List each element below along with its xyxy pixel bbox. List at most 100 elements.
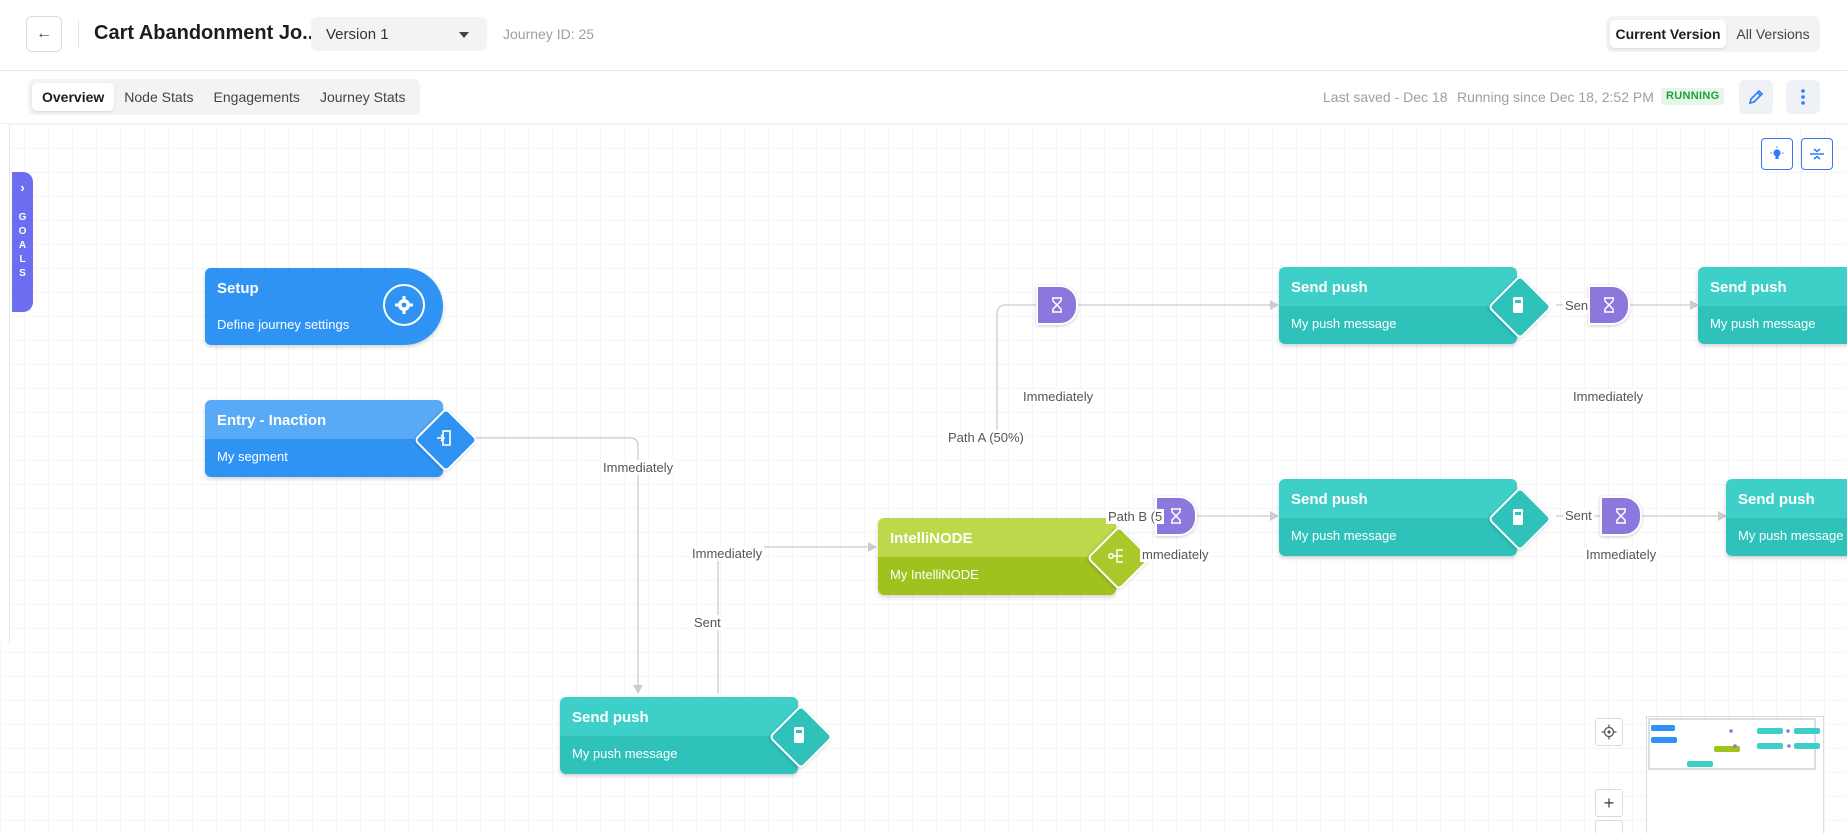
push-node[interactable]: Send push My push message bbox=[560, 697, 834, 774]
push-node[interactable]: Send push My push message bbox=[1698, 267, 1847, 344]
entry-node-subtitle: My segment bbox=[217, 449, 288, 464]
node-header bbox=[1698, 267, 1847, 306]
hourglass-icon bbox=[1604, 297, 1614, 313]
suggestions-button[interactable] bbox=[1761, 138, 1793, 170]
node-body bbox=[1279, 306, 1517, 344]
push-node-subtitle: My push message bbox=[1710, 316, 1816, 331]
goals-label: GOALS bbox=[18, 212, 27, 279]
version-select[interactable]: Version 1 bbox=[311, 17, 487, 51]
intellinode-subtitle: My IntelliNODE bbox=[890, 567, 979, 582]
top-bar: ← Cart Abandonment Jo... Version 1 Journ… bbox=[0, 0, 1847, 71]
crosshair-icon bbox=[1601, 724, 1617, 740]
push-node[interactable]: Send push My push message bbox=[1279, 479, 1553, 556]
connector-path-a bbox=[996, 304, 1040, 442]
tab-overview[interactable]: Overview bbox=[32, 83, 115, 111]
edge-label: Immediately bbox=[1584, 547, 1659, 562]
recenter-button[interactable] bbox=[1595, 718, 1623, 746]
entry-node-title: Entry - Inaction bbox=[217, 412, 327, 429]
zoom-out-button[interactable]: − bbox=[1595, 820, 1623, 833]
status-badge: RUNNING bbox=[1661, 88, 1725, 105]
arrow-head bbox=[633, 685, 643, 694]
connector-sent-to-intellinode bbox=[717, 546, 870, 694]
split-icon bbox=[1096, 535, 1138, 577]
chevron-down-icon bbox=[459, 32, 469, 38]
setup-node-title: Setup bbox=[217, 280, 259, 297]
node-header bbox=[560, 697, 798, 736]
minimap-preview bbox=[1648, 718, 1820, 770]
node-body bbox=[878, 557, 1116, 595]
tab-journey-stats[interactable]: Journey Stats bbox=[319, 89, 406, 105]
tab-node-stats[interactable]: Node Stats bbox=[124, 89, 194, 105]
hourglass-icon bbox=[1052, 297, 1062, 313]
journey-canvas[interactable]: › GOALS Setup Define bbox=[0, 124, 1847, 833]
entry-node[interactable]: Entry - Inaction My segment bbox=[205, 400, 479, 477]
node-body bbox=[1698, 306, 1847, 344]
tab-bar: Overview Node Stats Engagements Journey … bbox=[28, 79, 420, 115]
edit-button[interactable] bbox=[1739, 80, 1773, 114]
chevron-right-icon: › bbox=[20, 180, 25, 195]
hourglass-icon bbox=[1171, 508, 1181, 524]
wait-node[interactable] bbox=[1036, 285, 1078, 325]
edge-label: mmediately bbox=[1140, 547, 1211, 562]
gear-icon bbox=[383, 284, 425, 326]
arrow-head bbox=[1270, 511, 1279, 521]
intellinode-node[interactable]: IntelliNODE My IntelliNODE bbox=[878, 518, 1152, 595]
back-button[interactable]: ← bbox=[26, 16, 62, 52]
collapse-icon bbox=[1810, 148, 1824, 160]
mobile-push-icon bbox=[1497, 496, 1539, 538]
push-node-title: Send push bbox=[572, 709, 649, 726]
mobile-push-icon bbox=[1497, 284, 1539, 326]
node-body bbox=[1726, 518, 1847, 556]
wait-node[interactable] bbox=[1600, 496, 1642, 536]
arrow-head bbox=[868, 542, 877, 552]
node-header bbox=[1279, 267, 1517, 306]
journey-title: Cart Abandonment Jo... bbox=[94, 22, 319, 44]
kebab-menu-icon bbox=[1801, 89, 1805, 105]
current-version-button[interactable]: Current Version bbox=[1610, 20, 1726, 48]
all-versions-button[interactable]: All Versions bbox=[1736, 26, 1810, 42]
node-body bbox=[560, 736, 798, 774]
connector-lines bbox=[470, 300, 1727, 694]
push-node-subtitle: My push message bbox=[1291, 316, 1397, 331]
edge-label: Immediately bbox=[1021, 389, 1096, 404]
push-node-subtitle: My push message bbox=[572, 746, 678, 761]
push-node-title: Send push bbox=[1710, 279, 1787, 296]
edge-label: Immediately bbox=[601, 460, 676, 475]
push-node-subtitle: My push message bbox=[1291, 528, 1397, 543]
minimap[interactable] bbox=[1646, 716, 1824, 833]
wait-node[interactable] bbox=[1588, 285, 1630, 325]
arrow-head bbox=[1270, 300, 1279, 310]
edge-label: Path A (50%) bbox=[946, 430, 1026, 445]
push-node[interactable]: Send push My push message bbox=[1726, 479, 1847, 556]
node-body bbox=[205, 439, 443, 477]
journey-id: Journey ID: 25 bbox=[503, 26, 595, 42]
sub-bar: Overview Node Stats Engagements Journey … bbox=[0, 71, 1847, 124]
last-saved-text: Last saved - Dec 18 bbox=[1323, 89, 1448, 105]
intellinode-title: IntelliNODE bbox=[890, 530, 973, 547]
divider bbox=[78, 20, 79, 48]
lightbulb-icon bbox=[1770, 146, 1784, 159]
arrow-head bbox=[1690, 300, 1699, 310]
node-body bbox=[1279, 518, 1517, 556]
back-arrow-icon: ← bbox=[36, 25, 52, 42]
edge-label: Sen bbox=[1563, 298, 1591, 313]
entry-door-icon bbox=[423, 417, 465, 459]
version-toggle: Current Version All Versions bbox=[1606, 16, 1820, 52]
setup-node-subtitle: Define journey settings bbox=[217, 317, 350, 332]
node-header bbox=[1279, 479, 1517, 518]
left-panel-edge bbox=[0, 124, 10, 644]
edge-label: Sent bbox=[1563, 508, 1594, 523]
goals-panel-toggle[interactable]: › GOALS bbox=[12, 172, 33, 312]
tab-engagements[interactable]: Engagements bbox=[213, 89, 300, 105]
version-select-value: Version 1 bbox=[326, 26, 389, 43]
setup-node[interactable]: Setup Define journey settings bbox=[205, 268, 443, 345]
push-node-title: Send push bbox=[1738, 491, 1815, 508]
more-options-button[interactable] bbox=[1786, 80, 1820, 114]
collapse-layout-button[interactable] bbox=[1801, 138, 1833, 170]
mobile-push-icon bbox=[778, 714, 820, 756]
push-node[interactable]: Send push My push message bbox=[1279, 267, 1553, 344]
arrow-head bbox=[1718, 511, 1727, 521]
zoom-in-button[interactable]: + bbox=[1595, 789, 1623, 817]
edge-label: Immediately bbox=[690, 546, 765, 561]
edge-label: Path B (5 bbox=[1106, 509, 1165, 524]
